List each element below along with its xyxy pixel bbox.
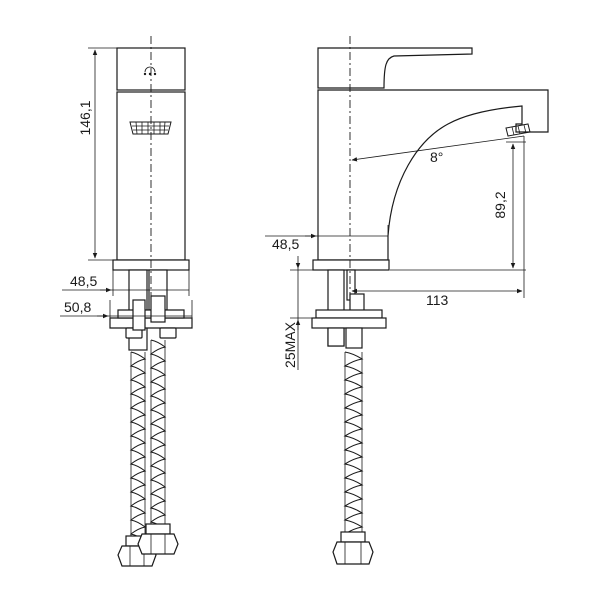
- side-base: [312, 259, 390, 271]
- dimension-side-width: 48,5: [265, 225, 389, 258]
- dimension-spout-reach: 113: [351, 136, 525, 308]
- front-hoses: [129, 339, 167, 545]
- dimension-front-width: 48,5: [62, 270, 190, 296]
- side-lever: [317, 47, 473, 89]
- dimension-max-thickness: 25MAX: [282, 256, 313, 370]
- front-hose-nut-right: [137, 523, 179, 555]
- side-width-label: 48,5: [272, 236, 299, 252]
- max-thickness-label: 25MAX: [282, 321, 298, 368]
- spout-aerator-icon: [505, 123, 531, 137]
- front-view: 146,1 48,5 50,8: [60, 36, 193, 567]
- front-base-width-label: 50,8: [64, 299, 91, 315]
- side-body-spout: [317, 89, 549, 261]
- spout-angle-label: 8°: [430, 149, 443, 165]
- front-hose-left: [129, 351, 147, 542]
- side-mounting-plate: [311, 317, 387, 329]
- spout-height-label: 89,2: [492, 191, 508, 218]
- front-hose-right: [149, 339, 167, 530]
- dimension-spout-height: 89,2: [390, 141, 526, 271]
- front-height-label: 146,1: [77, 100, 93, 135]
- side-hose: [343, 351, 364, 540]
- aerator-icon: [129, 121, 172, 135]
- spout-reach-label: 113: [426, 292, 449, 308]
- dimension-front-height: 146,1: [77, 47, 117, 261]
- side-view: 48,5 8° 89,2 113 25MAX: [265, 36, 549, 565]
- dimension-front-base-width: 50,8: [60, 299, 193, 326]
- front-width-label: 48,5: [70, 273, 97, 289]
- side-hose-nut: [332, 531, 374, 565]
- front-connector-left: [132, 299, 146, 331]
- dimension-spout-angle: 8°: [351, 135, 525, 165]
- side-nut: [327, 327, 345, 347]
- front-connector-right: [150, 295, 166, 323]
